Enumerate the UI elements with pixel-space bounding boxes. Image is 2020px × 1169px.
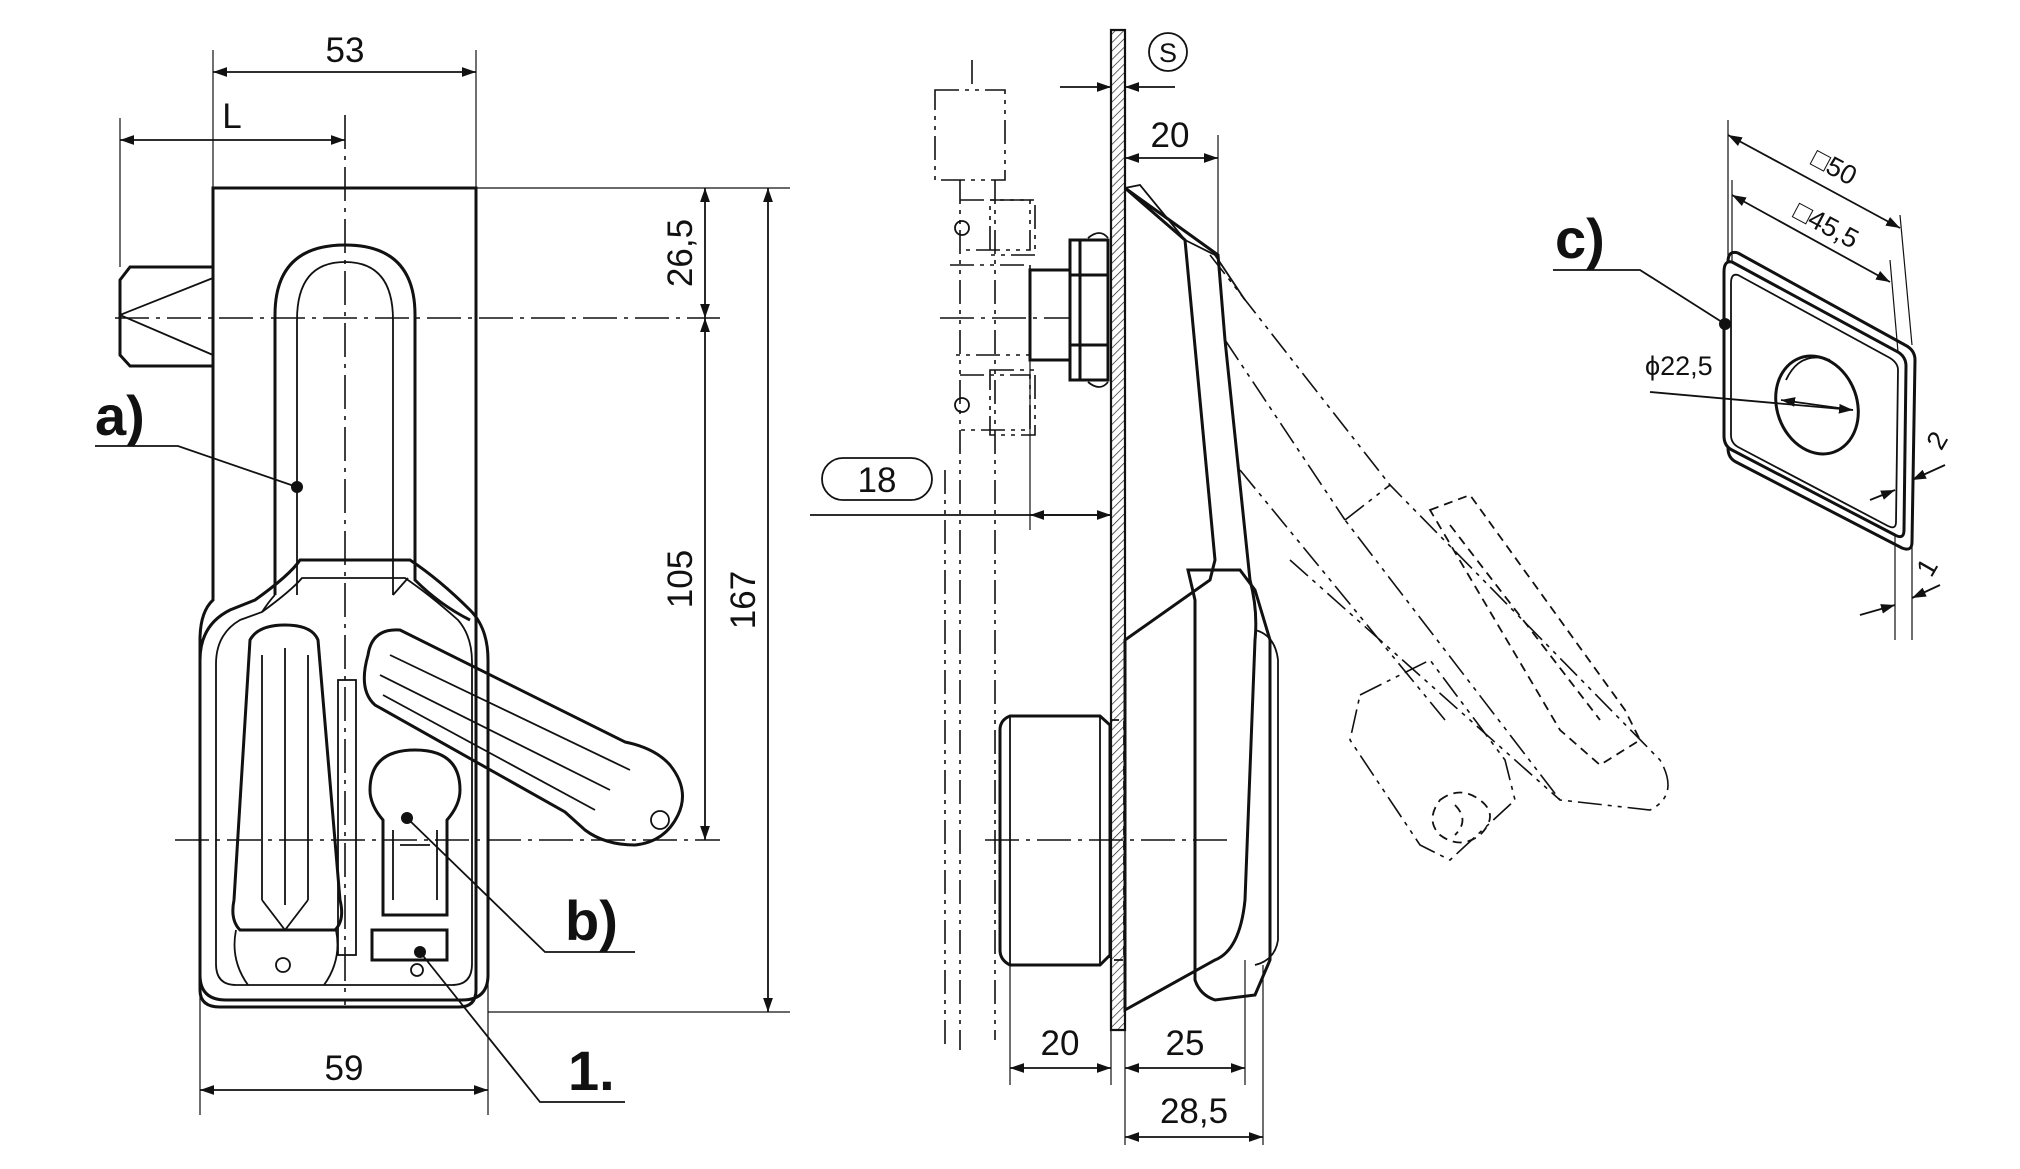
dim-1-line [1859, 604, 1896, 616]
front-keyhole [368, 748, 462, 917]
dim-167-label: 167 [724, 571, 763, 629]
front-handle-a [273, 243, 471, 622]
dim-50-ext-right [1899, 214, 1913, 346]
front-label-plate [370, 928, 449, 962]
cutout-hole [1774, 354, 1860, 456]
front-center-strip [337, 679, 357, 956]
front-label-plate-screw [410, 963, 424, 977]
cutout-front-plate [1722, 260, 1908, 539]
side-handle-phantom-grip [1428, 493, 1642, 767]
dim-2-line [1869, 489, 1896, 501]
dim-bl-20-label: 20 [1041, 1024, 1080, 1063]
dim-28-5-label: 28,5 [1160, 1092, 1228, 1131]
callout-b-label: b) [565, 889, 618, 952]
dim-45-5-line [1731, 194, 1891, 283]
side-phantom-frame [934, 60, 1006, 1050]
callout-1-leader [419, 951, 625, 1103]
cutout-hole-label: ϕ22,5 [1645, 351, 1713, 381]
callout-c-label: c) [1555, 207, 1605, 270]
cutout-hole-inner [1785, 356, 1831, 381]
front-handle-a-stem [261, 577, 409, 613]
dim-2-label: 2 [1920, 426, 1953, 454]
dim-26-5-label: 26,5 [661, 219, 700, 287]
callout-1-dot [414, 946, 426, 958]
side-cylinder [998, 714, 1112, 967]
front-left-lever [231, 623, 344, 932]
side-phantom-nut-upper [989, 199, 1036, 256]
dim-18-label: 18 [858, 461, 897, 500]
side-lower-cup-rim [1254, 629, 1279, 966]
front-swing-lever-groove [379, 654, 631, 811]
side-lower-cup [1186, 568, 1272, 1002]
callout-c-leader [1553, 269, 1726, 325]
dim-50-label: □50 [1807, 143, 1862, 191]
front-swing-lever [362, 628, 684, 847]
dim-s-circle [1148, 32, 1188, 72]
dim-1-label: 1 [1910, 553, 1943, 581]
cutout-hole-dim-line [1649, 391, 1854, 414]
side-bolt-shaft [1028, 268, 1072, 362]
callout-a-label: a) [95, 384, 145, 447]
front-left-lever-hole [275, 957, 291, 973]
dim-25-label: 25 [1166, 1024, 1205, 1063]
callout-b-leader [406, 817, 635, 953]
side-handle-phantom-body [1343, 483, 1669, 811]
side-phantom-screw-upper [954, 220, 970, 236]
front-lower-housing [198, 558, 490, 1002]
side-handle-swing-phantom [1209, 254, 1561, 801]
front-lower-housing-inner [215, 577, 473, 986]
dim-1-line-b [1911, 584, 1941, 599]
cutout-hole-dim-arrow [1780, 397, 1854, 411]
callout-a-dot [291, 481, 303, 493]
cutout-front-plate-inner [1730, 273, 1899, 529]
side-handle-phantom-knob [1431, 791, 1491, 844]
side-nut [1068, 238, 1110, 382]
front-keyhole-inner [392, 830, 438, 900]
dim-2-line-b [1911, 464, 1946, 481]
front-left-lever-foot [233, 929, 339, 986]
front-side-bolt [118, 265, 213, 368]
callout-c-dot [1719, 318, 1731, 330]
dim-45-5-ext-right [1889, 259, 1899, 353]
front-view: 53 L 26,5 105 167 59 a) b) 1. [95, 31, 790, 1115]
dim-59-label: 59 [325, 1049, 364, 1088]
side-washer [1087, 232, 1109, 388]
front-left-lever-tip [261, 899, 309, 932]
side-cylinder-slot [1109, 719, 1125, 961]
dim-45-5-label: □45,5 [1789, 196, 1864, 255]
front-swing-lever-hole [650, 810, 670, 830]
side-housing [1123, 186, 1258, 1013]
cutout-view: ϕ22,5 □50 □45,5 2 1 c) [1553, 120, 1954, 640]
callout-1-label: 1. [568, 1039, 615, 1102]
side-phantom-screw-lower [954, 397, 970, 413]
side-housing-top [1124, 184, 1246, 301]
dim-53-label: 53 [326, 31, 365, 70]
dim-top-20-label: 20 [1151, 116, 1190, 155]
dim-s-label: S [1159, 38, 1177, 68]
dim-18-badge [821, 457, 933, 501]
front-left-lever-groove [261, 648, 309, 905]
side-handle-phantom-head [1349, 658, 1516, 861]
side-view: S 20 18 20 25 28,5 [810, 28, 1669, 1145]
callout-a-leader [95, 445, 298, 488]
side-phantom-frame-2 [950, 199, 1031, 431]
front-side-bolt-point [119, 277, 214, 356]
dim-105-label: 105 [661, 550, 700, 608]
side-phantom-nut-lower [989, 369, 1036, 436]
callout-b-dot [401, 812, 413, 824]
dim-l-label: L [222, 97, 241, 136]
side-door-panel [1109, 28, 1127, 1032]
